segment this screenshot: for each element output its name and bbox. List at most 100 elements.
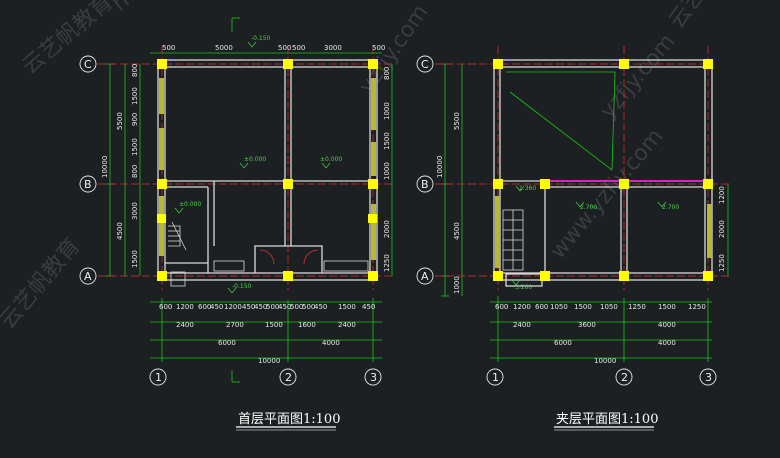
stair: [502, 209, 524, 271]
dimension-label: 500: [162, 44, 175, 52]
windows: [495, 196, 712, 268]
dimension-label: 1500: [574, 303, 592, 311]
elevation-marks: [511, 185, 667, 286]
watermark-text: 云艺帆教育: [18, 0, 118, 80]
dimension-label: 1000: [383, 162, 391, 180]
watermark-text: yzfjy.com: [595, 29, 680, 123]
dimension-label: 600: [535, 303, 548, 311]
dimension-label: 1500: [338, 303, 356, 311]
dimension-label: 3000: [324, 44, 342, 52]
dimension-label: 1200: [513, 303, 531, 311]
dimension-label: 800: [383, 67, 391, 80]
dimension-label: 600: [198, 303, 211, 311]
dimension-label: 450: [210, 303, 223, 311]
axis-label: C: [421, 58, 429, 71]
room-elevation: ±0.000: [244, 156, 266, 163]
watermark-text: www.yzfjy.com: [545, 124, 668, 264]
dimension-label: 1250: [383, 254, 391, 272]
columns: [157, 59, 378, 281]
room-elevation: 2.700: [580, 204, 597, 211]
dimension-label: 1200: [176, 303, 194, 311]
top-elevation: -0.150: [251, 35, 271, 42]
dimension-label: 10000: [436, 156, 444, 178]
dimension-label: 450: [254, 303, 267, 311]
watermark-text: http://www.yzfjy.com: [108, 0, 299, 17]
stair-elevation: 1.360: [519, 185, 536, 192]
dimension-label: 500: [290, 303, 303, 311]
axis-label: C: [84, 58, 92, 71]
dimension-label: 500: [302, 303, 315, 311]
dimension-label: 4500: [453, 222, 461, 240]
dimension-label: 5000: [215, 44, 233, 52]
axis-label: 3: [705, 371, 712, 384]
axis-label: B: [84, 178, 92, 191]
dimension-label: 450: [242, 303, 255, 311]
dimension-label: 2000: [383, 220, 391, 238]
room-elevation: ±0.000: [179, 201, 201, 208]
dimension-label: 1250: [628, 303, 646, 311]
dimension-label: 1500: [383, 132, 391, 150]
dimension-label: 800: [131, 64, 139, 77]
dimension-label: 2400: [513, 321, 531, 329]
stair-and-doors: [168, 221, 369, 287]
dimension-label: 10000: [101, 156, 109, 178]
windows: [159, 78, 376, 260]
watermark-text: yzfjy.com: [354, 0, 433, 98]
axis-label: B: [421, 178, 429, 191]
dimension-label: 1050: [550, 303, 568, 311]
dimension-label: 2400: [176, 321, 194, 329]
dimension-label: 500: [278, 44, 291, 52]
dimension-label: 5500: [116, 112, 124, 130]
dimension-label: 500: [266, 303, 279, 311]
mezzanine-plan: 2.700 2.700 1.360 3.260 5500 4500 1000 1…: [416, 46, 732, 431]
dimension-label: 450: [278, 303, 291, 311]
axis-label: A: [84, 270, 92, 283]
dimension-label: 1000: [453, 276, 461, 294]
dimension-label: 1000: [383, 102, 391, 120]
dimension-label: 6000: [218, 339, 236, 347]
watermark-text: 云艺帆教育: [664, 0, 748, 33]
dimension-label: 1500: [265, 321, 283, 329]
axis-label: 2: [285, 371, 292, 384]
columns: [493, 59, 713, 281]
dimension-label: 10000: [594, 357, 616, 365]
dimension-label: 4000: [658, 321, 676, 329]
axis-label: 2: [621, 371, 628, 384]
dimension-lines: [106, 17, 393, 383]
walls: [493, 59, 713, 287]
dimension-label: 1250: [718, 254, 726, 272]
axis-lines: [98, 46, 395, 290]
dimension-label: 5500: [453, 112, 461, 130]
room-elevation: 2.700: [662, 204, 679, 211]
dimension-label: 4500: [116, 222, 124, 240]
dimension-label: 3600: [578, 321, 596, 329]
dimension-label: 900: [131, 113, 139, 126]
bottom-elevation: -0.150: [232, 283, 252, 290]
dimension-label: 1500: [131, 250, 139, 268]
room-elevation: ±0.000: [320, 156, 342, 163]
dimension-label: 1200: [718, 186, 726, 204]
dimension-label: 450: [314, 303, 327, 311]
axis-label: 3: [370, 371, 377, 384]
axis-label: 1: [492, 371, 499, 384]
dimension-label: 1050: [600, 303, 618, 311]
dimension-label: 800: [131, 165, 139, 178]
dimension-label: 1200: [224, 303, 242, 311]
dimension-label: 1250: [688, 303, 706, 311]
dimension-label: 2700: [226, 321, 244, 329]
dimension-label: 4000: [322, 339, 340, 347]
dimension-label: 10000: [258, 357, 280, 365]
dimension-label: 600: [495, 303, 508, 311]
dimension-lines: [441, 63, 729, 362]
dimension-label: 6000: [554, 339, 572, 347]
watermark-text: 云艺帆教育: [0, 234, 85, 334]
dimension-label: 500: [372, 44, 385, 52]
axis-label: A: [421, 270, 429, 283]
dimension-label: 500: [292, 44, 305, 52]
stair-elevation: 3.260: [515, 284, 532, 291]
dimension-label: 2000: [718, 220, 726, 238]
axis-label: 1: [155, 371, 162, 384]
dimension-label: 450: [362, 303, 375, 311]
dimension-label: 4000: [658, 339, 676, 347]
